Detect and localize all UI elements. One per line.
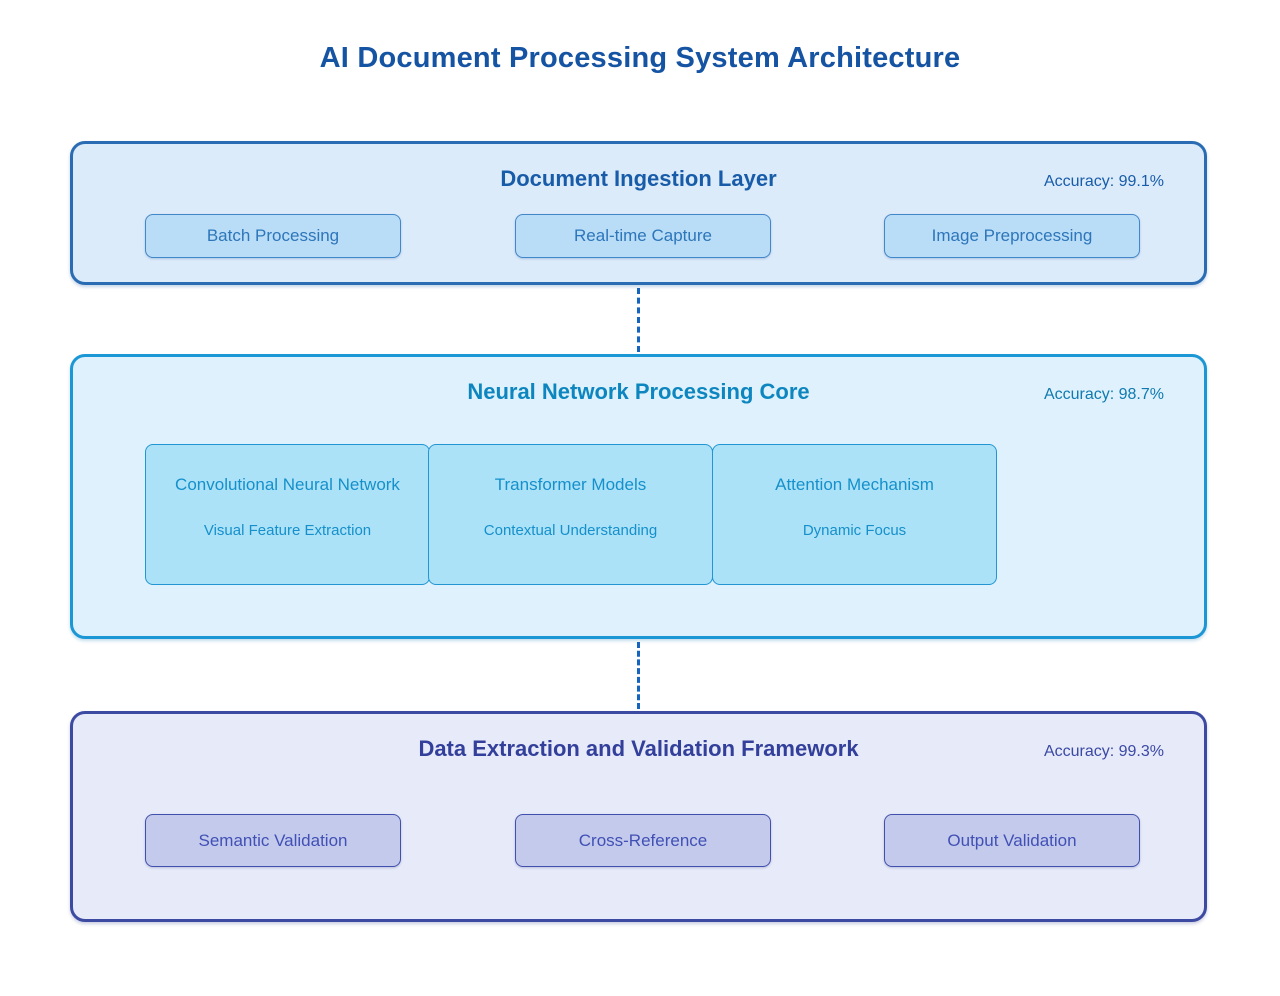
node-label: Attention Mechanism <box>775 475 934 494</box>
node-attention-mechanism: Attention Mechanism Dynamic Focus <box>712 444 997 585</box>
node-transformer-models: Transformer Models Contextual Understand… <box>428 444 713 585</box>
layer-title-data-extraction-validation: Data Extraction and Validation Framework <box>418 736 859 761</box>
node-sublabel: Visual Feature Extraction <box>203 522 372 539</box>
node-image-preprocessing: Image Preprocessing <box>884 214 1140 258</box>
layer-title-neural-network-core: Neural Network Processing Core <box>467 379 810 404</box>
layer-neural-network-core: Neural Network Processing Core Accuracy:… <box>70 354 1207 639</box>
diagram-title: AI Document Processing System Architectu… <box>319 42 961 74</box>
layer-title-document-ingestion: Document Ingestion Layer <box>500 166 777 191</box>
connector-ingestion-to-core <box>637 288 640 352</box>
accuracy-badge-document-ingestion: Accuracy: 99.1% <box>1043 173 1164 190</box>
accuracy-badge-neural-network-core: Accuracy: 98.7% <box>1043 386 1164 403</box>
node-label: Image Preprocessing <box>931 226 1093 245</box>
node-semantic-validation: Semantic Validation <box>145 814 401 867</box>
node-label: Real-time Capture <box>574 226 712 245</box>
node-label: Batch Processing <box>206 226 340 245</box>
node-label: Output Validation <box>947 830 1077 850</box>
node-sublabel: Dynamic Focus <box>802 522 907 539</box>
node-label: Semantic Validation <box>198 830 348 850</box>
layer-document-ingestion: Document Ingestion Layer Accuracy: 99.1%… <box>70 141 1207 285</box>
node-label: Cross-Reference <box>578 830 708 850</box>
node-batch-processing: Batch Processing <box>145 214 401 258</box>
node-sublabel: Contextual Understanding <box>483 522 658 539</box>
node-cross-reference: Cross-Reference <box>515 814 771 867</box>
accuracy-badge-data-extraction-validation: Accuracy: 99.3% <box>1043 743 1164 760</box>
node-convolutional-neural-network: Convolutional Neural Network Visual Feat… <box>145 444 430 585</box>
node-output-validation: Output Validation <box>884 814 1140 867</box>
connector-core-to-extraction <box>637 642 640 709</box>
node-real-time-capture: Real-time Capture <box>515 214 771 258</box>
layer-data-extraction-validation: Data Extraction and Validation Framework… <box>70 711 1207 922</box>
node-label: Transformer Models <box>494 475 647 494</box>
node-label: Convolutional Neural Network <box>175 475 400 494</box>
